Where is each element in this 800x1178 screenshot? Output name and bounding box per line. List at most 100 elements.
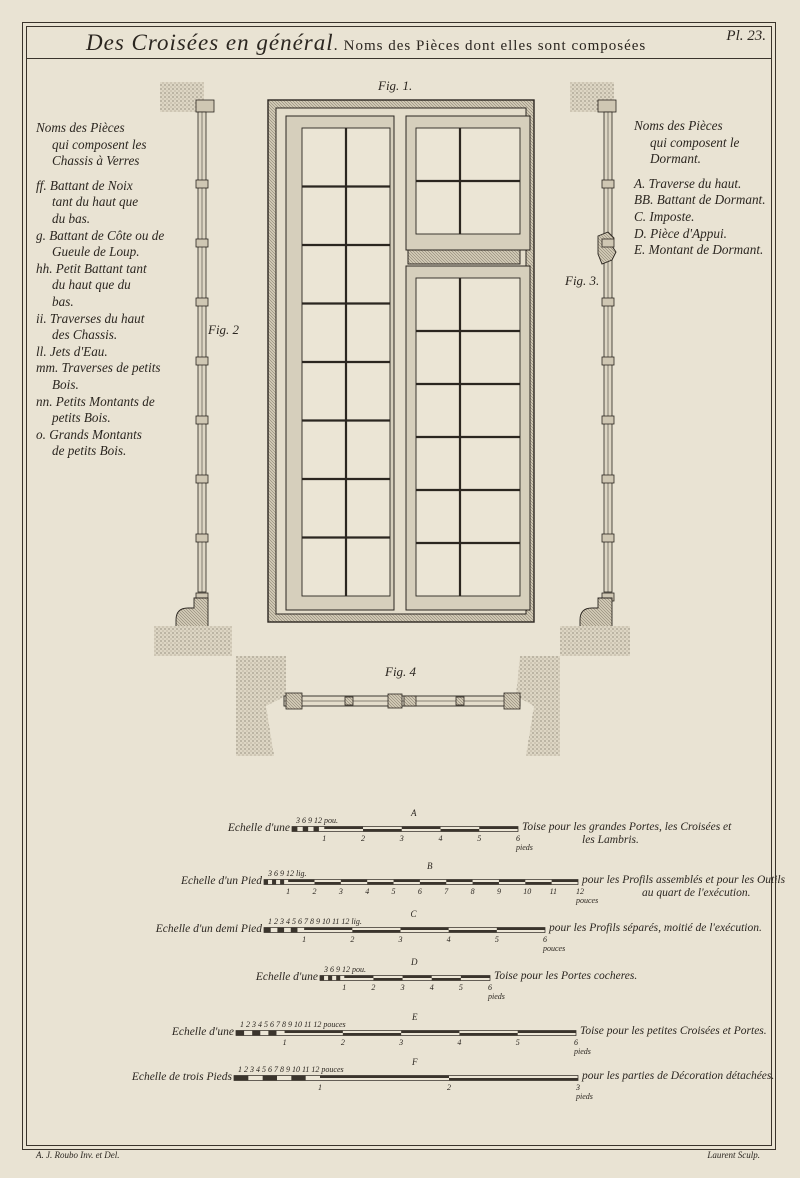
scale-D-tick: 6 — [488, 983, 492, 992]
legend-left-item-line: mm. Traverses de petits — [36, 360, 161, 376]
scale-E-tick: 6 — [574, 1038, 578, 1047]
scale-D-tick: 1 — [342, 983, 346, 992]
scale-B-letter: B — [427, 861, 433, 871]
credit-designer: A. J. Roubo Inv. et Del. — [36, 1150, 120, 1160]
scale-B-description: pour les Profils assemblés et pour les O… — [582, 874, 786, 899]
scale-C-subdivision: 1 2 3 4 5 6 7 8 9 10 11 12 lig. — [268, 917, 362, 926]
legend-left-item-line: o. Grands Montants — [36, 426, 142, 442]
title-rule — [26, 58, 772, 59]
legend-left-item-line: des Chassis. — [52, 327, 118, 343]
title-subtitle: Noms des Pièces dont elles sont composée… — [343, 38, 647, 54]
legend-right-heading-line: qui composent le — [650, 134, 740, 150]
scale-B-tick: 11 — [550, 887, 557, 896]
scale-D-tick: 5 — [459, 983, 463, 992]
legend-left-item-line: hh. Petit Battant tant — [36, 260, 147, 276]
scale-A-unit: pieds — [515, 843, 533, 852]
scale-B-tick: 3 — [338, 887, 343, 896]
scale-C-tick: 2 — [350, 935, 354, 944]
scale-A-label: Echelle d'une — [227, 822, 290, 834]
scale-F-unit: pieds — [575, 1092, 593, 1101]
scale-C-description: pour les Profils séparés, moitié de l'ex… — [549, 922, 762, 934]
scale-C-tick: 4 — [447, 935, 451, 944]
scale-D-description: Toise pour les Portes cocheres. — [494, 970, 638, 982]
legend-right-item-line: D. Pièce d'Appui. — [634, 225, 727, 241]
scale-C-tick: 1 — [302, 935, 306, 944]
scale-D-tick: 3 — [400, 983, 405, 992]
scale-D-letter: D — [410, 957, 418, 967]
scale-D-label: Echelle d'une — [255, 971, 318, 983]
scale-D-tick: 2 — [371, 983, 375, 992]
scale-F-tick: 2 — [447, 1083, 451, 1092]
scale-C-tick: 6 — [543, 935, 547, 944]
fig1-caption: Fig. 1. — [378, 78, 413, 93]
scale-F-tick: 1 — [318, 1083, 322, 1092]
legend-left-item-line: ff. Battant de Noix — [36, 177, 133, 193]
fig4-caption: Fig. 4 — [385, 664, 417, 679]
scale-A-tick: 2 — [361, 834, 365, 843]
legend-left-item-line: ii. Traverses du haut — [36, 310, 145, 326]
fig4-horizontal-plan — [236, 656, 560, 756]
scale-C-tick: 3 — [397, 935, 402, 944]
legend-left-item-line: bas. — [52, 293, 74, 309]
scale-A-tick: 6 — [516, 834, 520, 843]
imposte — [407, 249, 521, 265]
plate-border-inner — [26, 26, 772, 1146]
legend-left-heading-line: qui composent les — [52, 136, 147, 152]
scale-E-description: Toise pour les petites Croisées et Porte… — [580, 1025, 767, 1037]
legend-left-item-line: du haut que du — [52, 277, 131, 293]
scale-E-subdivision: 1 2 3 4 5 6 7 8 9 10 11 12 pouces — [240, 1020, 346, 1029]
scale-B-tick: 6 — [418, 887, 422, 896]
scale-B-tick: 8 — [471, 887, 475, 896]
scale-B-tick: 12 — [576, 887, 584, 896]
legend-right-item-line: E. Montant de Dormant. — [634, 242, 764, 258]
legend-left-heading-line: Chassis à Verres — [52, 153, 140, 169]
fig1-window-elevation — [267, 99, 535, 623]
scale-B-tick: 10 — [523, 887, 531, 896]
legend-left-item-line: Gueule de Loup. — [52, 244, 140, 260]
credit-engraver: Laurent Sculp. — [707, 1150, 760, 1160]
scale-B-tick: 7 — [444, 887, 449, 896]
scale-B-unit: pouces — [575, 896, 598, 905]
scale-B-tick: 2 — [313, 887, 317, 896]
scale-B-label: Echelle d'un Pied — [180, 875, 262, 887]
scale-E-letter: E — [411, 1012, 418, 1022]
legend-left-item-line: du bas. — [52, 210, 91, 226]
scale-E-tick: 1 — [283, 1038, 287, 1047]
scale-B-tick: 5 — [392, 887, 396, 896]
legend-left-item-line: petits Bois. — [52, 410, 111, 426]
page-title: Des Croisées en général. Noms des Pièces… — [86, 30, 647, 55]
scale-A-letter: A — [410, 808, 417, 818]
scale-C-unit: pouces — [542, 944, 565, 953]
fig3-vertical-section — [560, 82, 630, 656]
scale-E-label: Echelle d'une — [171, 1026, 234, 1038]
scale-F-subdivision: 1 2 3 4 5 6 7 8 9 10 11 12 pouces — [238, 1065, 344, 1074]
legend-right-item-line: BB. Battant de Dormant. — [634, 192, 766, 208]
scale-E-tick: 4 — [457, 1038, 461, 1047]
scale-F-tick: 3 — [575, 1083, 580, 1092]
scale-A-tick: 1 — [322, 834, 326, 843]
scale-F-label: Echelle de trois Pieds — [131, 1071, 232, 1083]
scale-D-unit: pieds — [487, 992, 505, 1001]
scale-B-tick: 4 — [365, 887, 369, 896]
scale-E-tick: 5 — [516, 1038, 520, 1047]
fig3-caption: Fig. 3. — [565, 273, 600, 288]
scale-A-subdivision: 3 6 9 12 pou. — [295, 816, 338, 825]
legend-right-item-line: C. Imposte. — [634, 208, 695, 224]
scale-F-description: pour les parties de Décoration détachées… — [582, 1070, 775, 1082]
legend-right-item-line: A. Traverse du haut. — [634, 175, 742, 191]
scale-B-subdivision: 3 6 9 12 lig. — [267, 869, 306, 878]
fig2-vertical-section — [154, 82, 232, 656]
scale-C-tick: 5 — [495, 935, 499, 944]
legend-left-item-line: de petits Bois. — [52, 443, 127, 459]
legend-left-item-line: tant du haut que — [52, 194, 139, 210]
scale-D-subdivision: 3 6 9 12 pou. — [323, 965, 366, 974]
